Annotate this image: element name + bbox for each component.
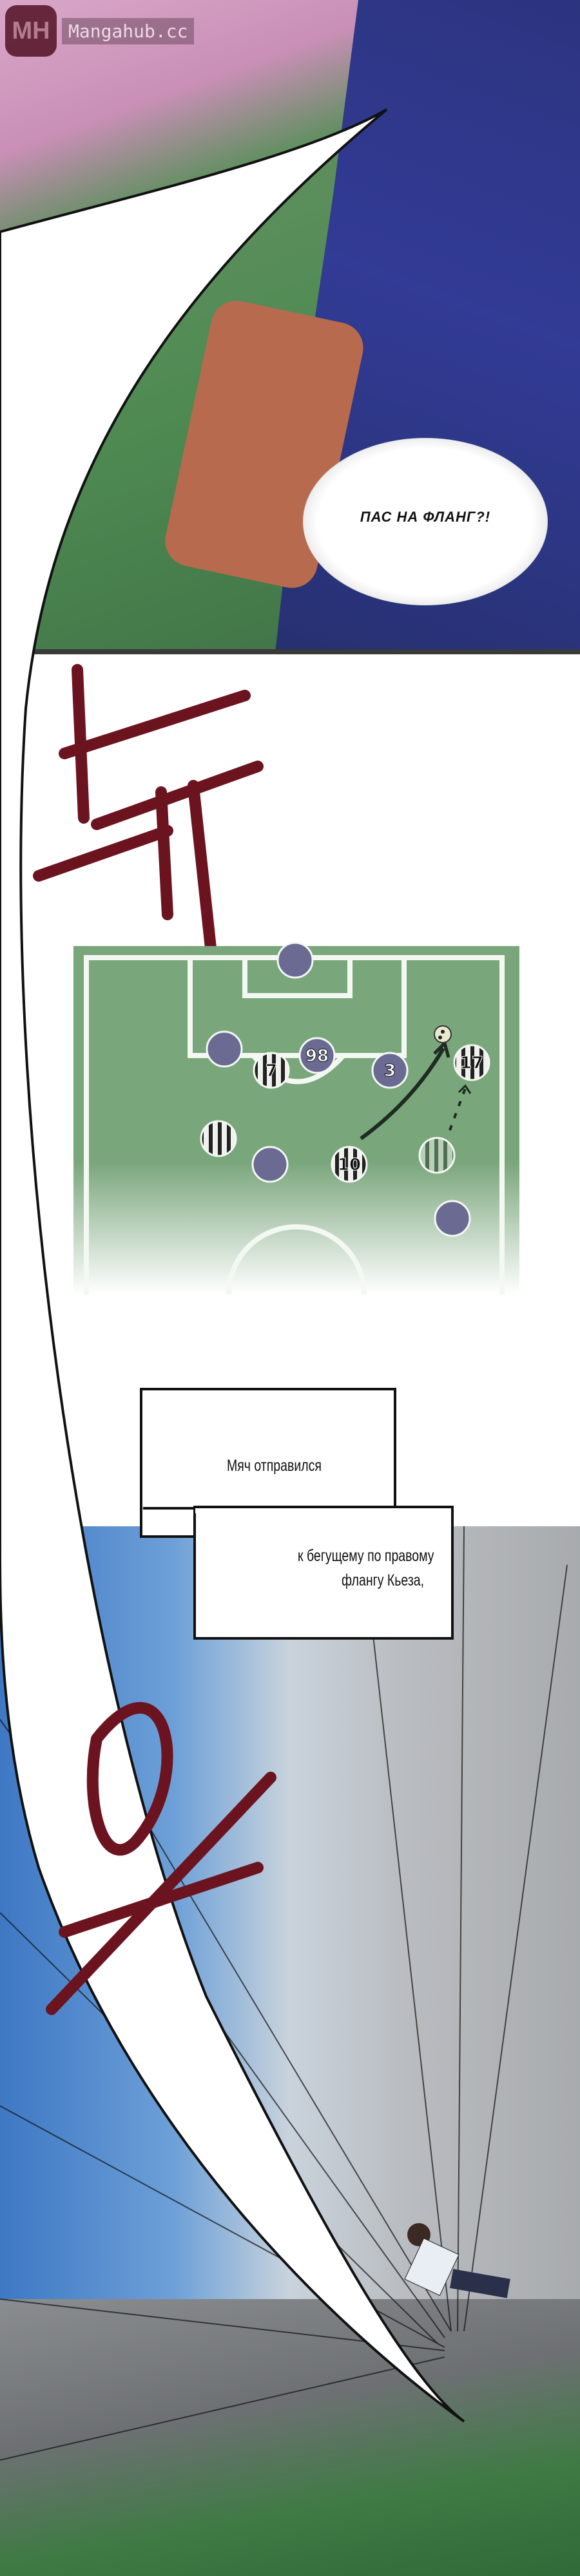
player-number: 3: [384, 1061, 396, 1081]
player-marker-juventus-ghost: [418, 1137, 456, 1174]
speech-bubble-text: ПАС НА ФЛАНГ?!: [360, 509, 491, 525]
player-marker-opponent: [206, 1030, 243, 1068]
panel-divider: [0, 649, 580, 654]
watermark: MH Mangahub.cc: [5, 5, 195, 57]
caption-text-1: Мяч отправился: [227, 1457, 322, 1475]
caption-text-2a: к бегущему по правому: [298, 1547, 434, 1565]
player-number: 10: [338, 1155, 361, 1175]
pass-arrow: [360, 1047, 445, 1141]
watermark-logo: MH: [5, 5, 57, 57]
player-number: 98: [305, 1046, 329, 1066]
watermark-site: Mangahub.cc: [62, 17, 195, 44]
caption-text-2b: флангу Кьеза,: [342, 1571, 425, 1589]
speech-bubble: [303, 438, 548, 605]
panel-1-action: ПАС НА ФЛАНГ?!: [0, 0, 580, 652]
player-marker-juventus: 17: [453, 1044, 490, 1081]
player-marker-opponent: [276, 942, 314, 979]
player-number: 17: [460, 1054, 483, 1073]
player-marker-juventus: [200, 1120, 237, 1157]
tactics-diagram: 7 98 3 17 10: [73, 942, 519, 1294]
caption-box-2: [193, 1506, 454, 1640]
caption-join-line: [143, 1507, 195, 1510]
ball: [434, 1025, 452, 1043]
sfx-strokes: [33, 664, 276, 2015]
player-marker-juventus: 10: [331, 1146, 368, 1183]
pitch: [73, 946, 519, 1294]
running-player: [404, 2223, 510, 2298]
player-marker-juventus: 7: [253, 1052, 290, 1089]
caption-merge: [195, 1508, 389, 1513]
player-marker-opponent: [434, 1200, 471, 1237]
player-marker-opponent: [251, 1146, 289, 1183]
player-marker-opponent: 98: [298, 1037, 336, 1074]
player-number: 7: [266, 1061, 277, 1081]
player-marker-opponent: 3: [371, 1052, 409, 1089]
pass-arrowhead: [433, 1040, 450, 1058]
